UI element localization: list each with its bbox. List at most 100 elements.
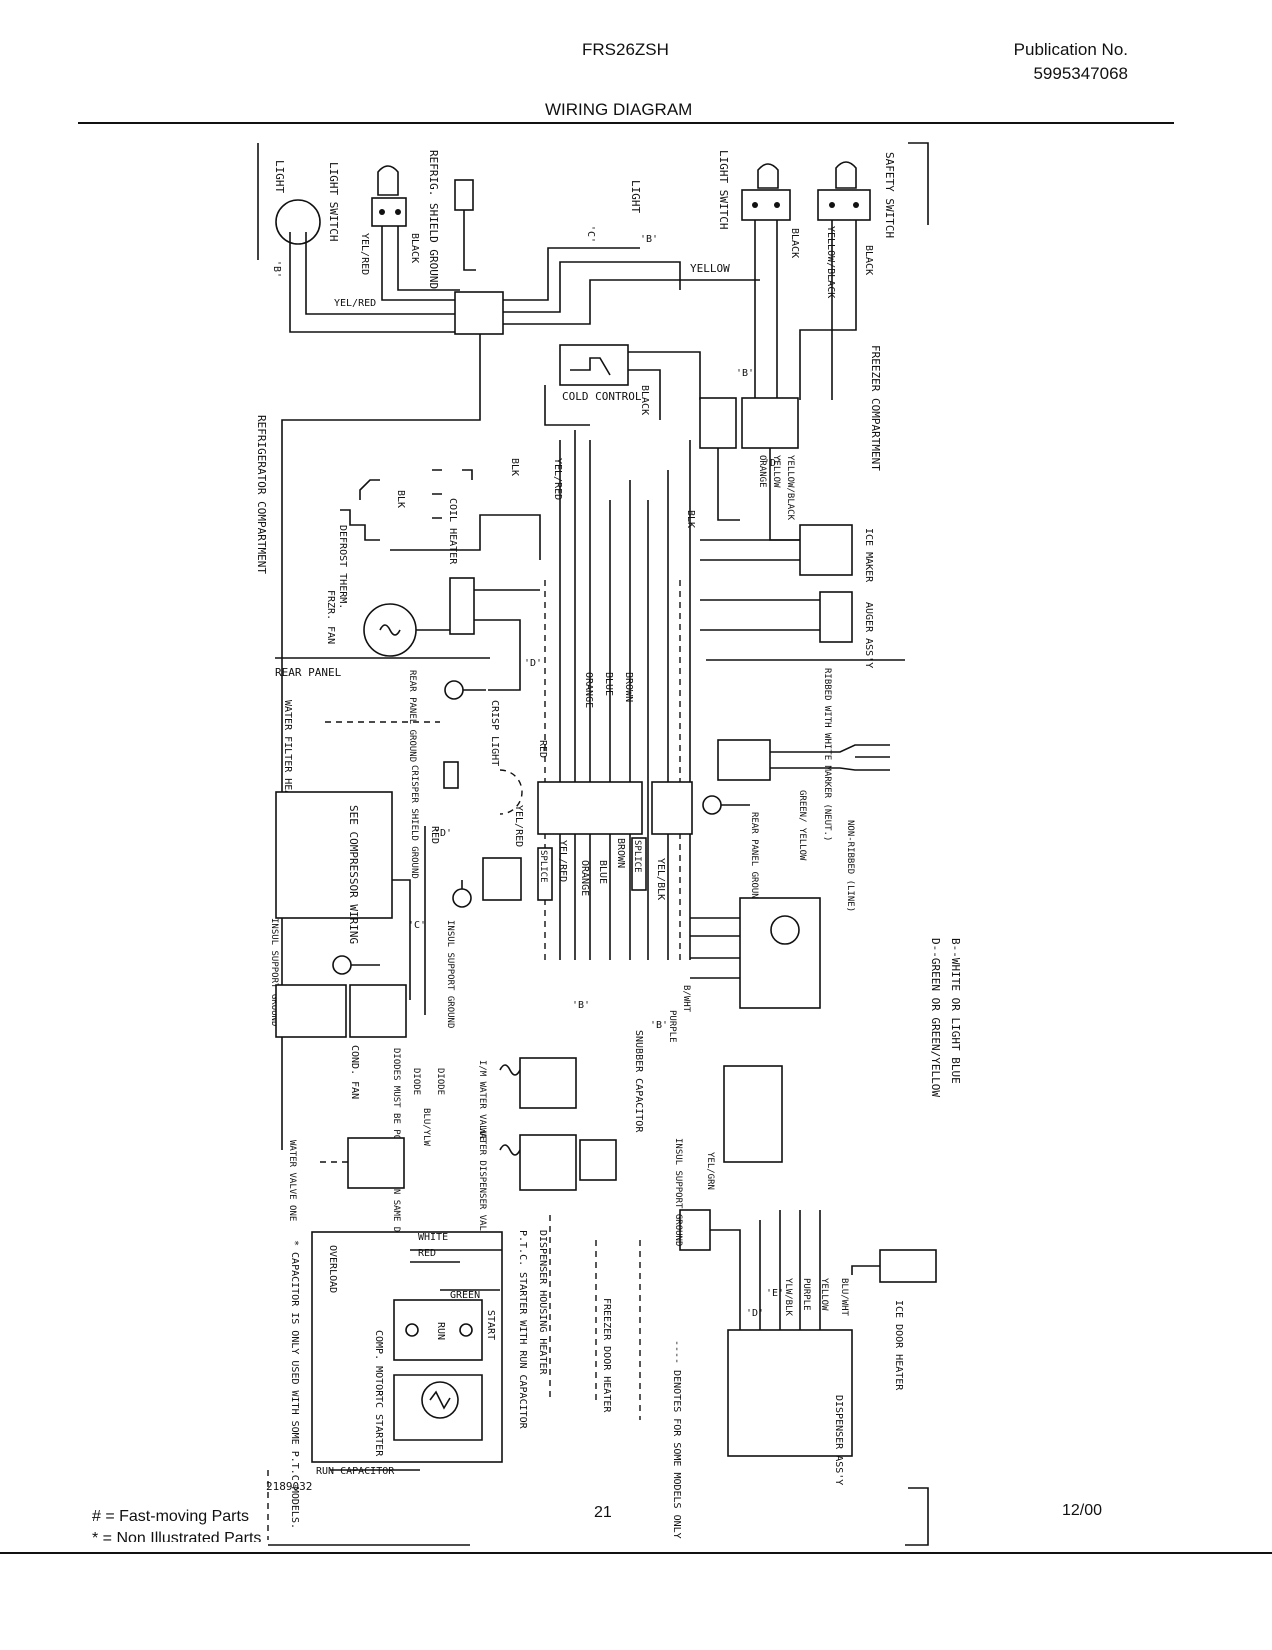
label-refrig-shield-ground: REFRIG. SHIELD GROUND	[427, 150, 440, 289]
mark-d-2: 'D'	[434, 828, 452, 839]
rear-panel-ground-left	[444, 680, 486, 700]
label-overload: OVERLOAD	[327, 1245, 338, 1293]
wire-freezer-a	[717, 448, 740, 521]
freezer-fan	[363, 577, 540, 691]
frame-right-top	[908, 142, 929, 225]
crisper-shield-ground	[443, 761, 459, 789]
label-light-switch-left: LIGHT SWITCH	[327, 162, 340, 241]
wire-blue-2: BLUE	[597, 860, 608, 884]
wire-yellow-3: YELLOW	[819, 1278, 829, 1311]
mark-b-4: 'B'	[650, 1020, 668, 1031]
label-auger-assy: AUGER ASS'Y	[863, 602, 874, 668]
wire-red-2: RED	[429, 826, 440, 844]
label-ptc-starter: PTC STARTER	[373, 1390, 384, 1457]
wire-green-1: GREEN	[450, 1290, 480, 1301]
wire-ylw-blk: YLW/BLK	[783, 1278, 793, 1317]
wire-blk-1: BLK	[685, 510, 696, 528]
auger-assy	[700, 591, 853, 643]
footer-rule	[0, 1552, 1272, 1554]
mark-d-4: 'D'	[764, 458, 782, 469]
non-illustrated-parts-note: * = Non Illustrated Parts	[92, 1530, 262, 1542]
wire-black-1: BLACK	[409, 233, 420, 263]
fast-moving-parts-note: # = Fast-moving Parts	[92, 1508, 249, 1525]
wire-yellow-2: YELLOW	[771, 455, 781, 488]
ptc-compressor-inset	[311, 1231, 503, 1471]
mark-b-3: 'B'	[572, 1000, 590, 1011]
line-cord-connector	[717, 739, 771, 781]
wire-yel-blk-1: YEL/BLK	[655, 858, 666, 900]
label-water-filter-heater: WATER FILTER HEATER	[282, 700, 293, 815]
wire-red-1: RED	[537, 740, 548, 758]
label-ribbed-white-marker: RIBBED WITH WHITE MARKER (NEUT.)	[822, 668, 832, 841]
label-cold-control-1: COLD CONTROL	[562, 390, 642, 403]
label-non-ribbed-line: NON-RIBBED (LINE)	[845, 820, 855, 912]
wire-yellow-black-2: YELLOW/BLACK	[785, 455, 795, 521]
legend-d: D--GREEN OR GREEN/YELLOW	[929, 938, 942, 1097]
wire-yel-red-4: YEL/RED	[513, 805, 524, 847]
label-denotes-some-models: ---- DENOTES FOR SOME MODELS ONLY	[671, 1340, 682, 1539]
wire-yel-red-1: YEL/RED	[359, 233, 370, 275]
im-water-valve	[499, 1057, 577, 1109]
water-dispenser-valve	[499, 1134, 617, 1191]
page-number: 21	[594, 1504, 612, 1521]
wire-b-wht: B/WHT	[681, 985, 691, 1013]
crisp-light	[499, 769, 523, 815]
wire-black-4: BLACK	[639, 385, 650, 415]
label-insul-support-ground-1: INSUL SUPPORT GROUND	[269, 918, 279, 1026]
cord-wire-2	[770, 767, 890, 771]
label-ice-maker: ICE MAKER	[863, 528, 874, 583]
dispenser-assy	[679, 1065, 853, 1457]
wire-comp-1	[392, 879, 411, 1000]
ice-maker	[700, 524, 853, 576]
safety-switch	[799, 161, 871, 400]
wire-upper-1	[503, 247, 640, 301]
refrigerator-light	[275, 199, 460, 333]
label-start: START	[485, 1310, 496, 1340]
wire-upper-3	[503, 279, 760, 325]
mark-e-1: 'E'	[766, 1288, 784, 1299]
light-switch-left	[371, 165, 460, 301]
splice-2	[631, 837, 647, 891]
label-splice-1: SPLICE	[538, 850, 548, 883]
label-insul-support-ground-3: INSUL SUPPORT GROUND	[673, 1138, 683, 1246]
cord-wire-1	[770, 744, 890, 753]
splice-1	[537, 847, 553, 901]
rear-panel-ground-right	[702, 795, 750, 815]
label-rear-panel-ground-left: REAR PANEL GROUND	[407, 670, 417, 762]
label-defrost-therm: DEFROST THERM.	[337, 525, 348, 609]
footer-date: 12/00	[1062, 1502, 1103, 1519]
damper-motor	[690, 897, 821, 1009]
label-water-valve-one: WATER VALVE ONE	[287, 1140, 297, 1221]
label-rear-panel-ground-right: REAR PANEL GROUND	[749, 812, 759, 904]
wire-blue-1: BLUE	[603, 672, 614, 696]
label-ice-door-heater: ICE DOOR HEATER	[893, 1300, 904, 1391]
mark-b-2: 'B'	[640, 234, 658, 245]
label-light-center: LIGHT	[629, 180, 642, 213]
wire-blk-2: BLK	[509, 458, 520, 476]
wire-yel-red-5: YEL/RED	[557, 840, 568, 882]
mark-b-5: 'B'	[736, 368, 754, 379]
label-see-compressor-wiring: SEE COMPRESSOR WIRING	[347, 805, 360, 944]
ice-door-heater	[851, 1249, 937, 1283]
label-insul-support-ground-2: INSUL SUPPORT GROUND	[445, 920, 455, 1028]
wire-red-3: RED	[418, 1248, 436, 1259]
label-water-dispenser-valve: WATER DISPENSER VALVE	[477, 1128, 487, 1242]
cold-control	[544, 344, 701, 426]
wire-black-2: BLACK	[789, 228, 800, 258]
crisp-connector	[482, 857, 522, 901]
wire-orange-1: ORANGE	[757, 455, 767, 488]
label-ptc-starter-with-run-cap: P.T.C. STARTER WITH RUN CAPACITOR	[517, 1230, 528, 1430]
legend-b: B--WHITE OR LIGHT BLUE	[949, 938, 962, 1084]
relay-block	[651, 781, 693, 835]
wire-blk-3: BLK	[395, 490, 406, 508]
mark-c-1: 'C'	[585, 225, 596, 243]
label-ice-water-valve: I/M WATER VALVE	[477, 1060, 487, 1141]
wire-yellow-black-1: YELLOW/BLACK	[825, 226, 836, 298]
light-switch-right	[741, 163, 791, 400]
label-refrigerator-compartment: REFRIGERATOR COMPARTMENT	[255, 415, 268, 574]
wire-yel-red-2: YEL/RED	[334, 298, 376, 309]
insul-support-ground-1	[332, 955, 380, 975]
label-frzr-fan: FRZR. FAN	[325, 590, 336, 644]
wire-yellow-1: YELLOW	[690, 262, 730, 275]
label-light-switch-right: LIGHT SWITCH	[717, 150, 730, 229]
